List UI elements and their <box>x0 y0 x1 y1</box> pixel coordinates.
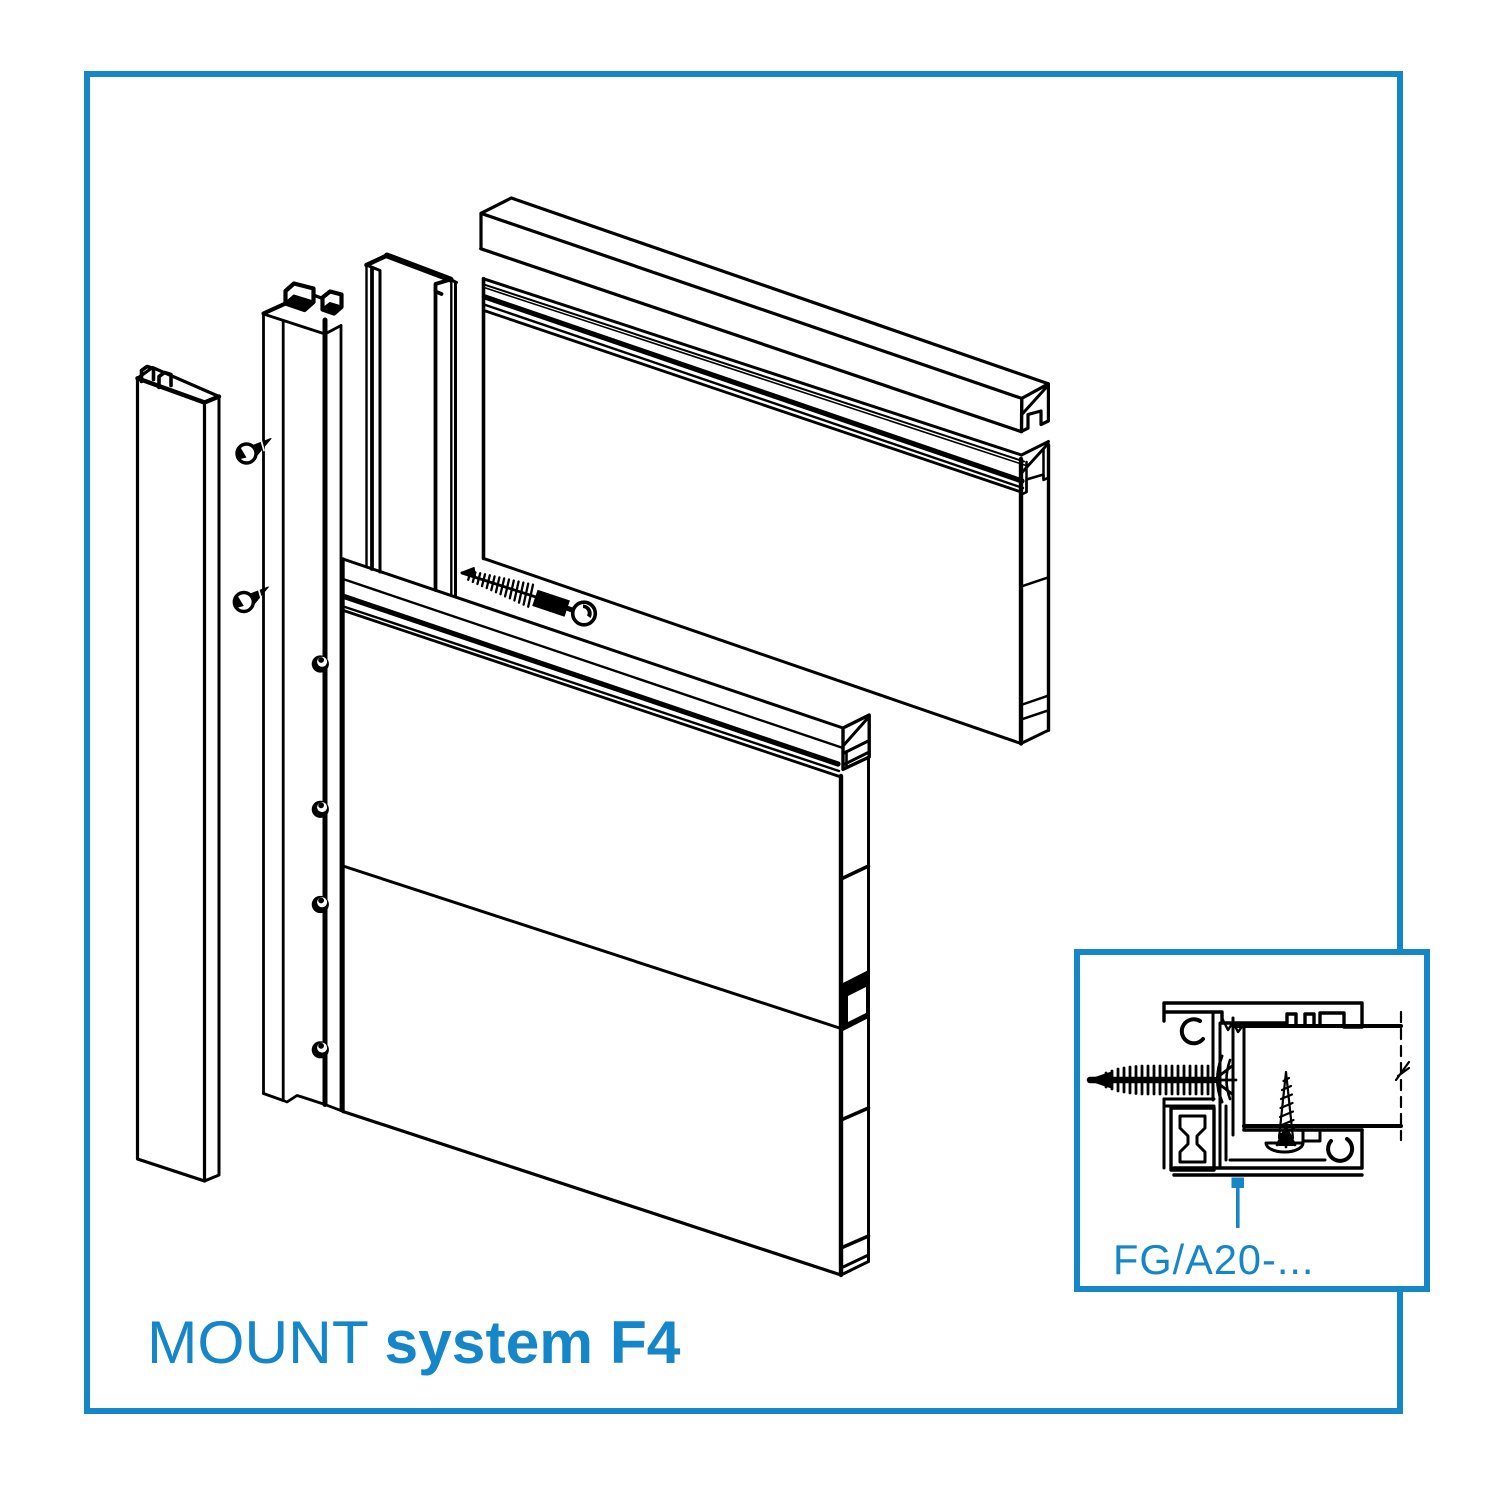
svg-text:MOUNT system F4: MOUNT system F4 <box>147 1308 681 1376</box>
svg-text:FG/A20-...: FG/A20-... <box>1113 1236 1314 1283</box>
